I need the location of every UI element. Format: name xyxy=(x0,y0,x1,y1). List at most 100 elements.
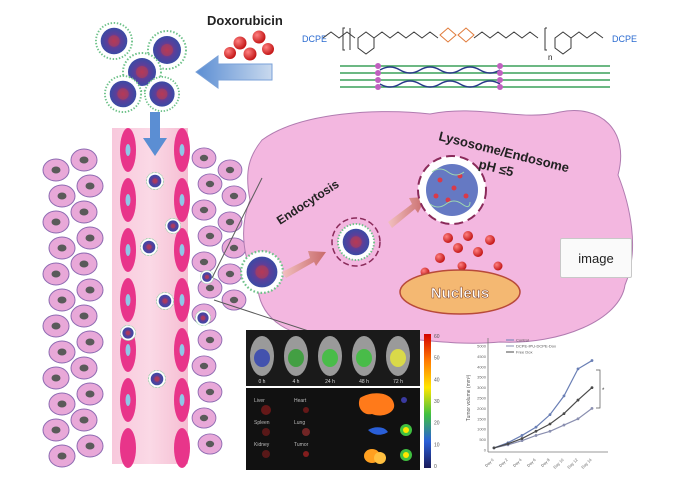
nucleus-label: Nucleus xyxy=(431,285,489,302)
tumor-volume-chart: Tumor volume (mm³) 0 500 1000 1500 2000 2500 3… xyxy=(466,338,608,470)
tissue-cell xyxy=(76,382,104,406)
y-tick-label: 4500 xyxy=(477,354,487,359)
tissue-cell xyxy=(76,434,104,458)
data-point xyxy=(562,394,566,398)
tissue-cell xyxy=(70,304,98,328)
tumor-cells-left xyxy=(42,148,104,468)
organ-label: Spleen xyxy=(254,420,270,426)
time-label: 24 h xyxy=(325,379,335,385)
time-label: 48 h xyxy=(359,379,369,385)
data-point xyxy=(520,439,524,443)
tissue-cell xyxy=(76,278,104,302)
organ-label: Heart xyxy=(294,398,307,404)
data-point xyxy=(576,367,580,371)
significance-mark: * xyxy=(602,388,605,394)
lipid-chain-schematic xyxy=(340,63,610,90)
tissue-cell xyxy=(76,226,104,250)
fluorescence-signal xyxy=(288,349,304,367)
tissue-cell xyxy=(191,199,217,221)
tissue-cell xyxy=(42,314,70,338)
tissue-cell xyxy=(76,174,104,198)
blood-vessel-tissue xyxy=(112,128,190,468)
fluorescence-signal xyxy=(390,349,406,367)
time-label: 4 h xyxy=(293,379,300,385)
fluorescence-signal xyxy=(322,349,338,367)
tissue-cell xyxy=(42,366,70,390)
x-tick-label: Day 2 xyxy=(498,457,509,468)
tissue-cell xyxy=(221,237,247,259)
x-tick-label: Day 14 xyxy=(580,457,593,470)
colorbar-tick: 50 xyxy=(434,356,440,362)
data-point xyxy=(562,423,566,427)
tissue-cell xyxy=(48,392,76,416)
y-tick-label: 1500 xyxy=(477,416,487,421)
tissue-cell xyxy=(70,408,98,432)
tumor-cells-right xyxy=(191,147,247,455)
y-tick-label: 2500 xyxy=(477,396,487,401)
colorbar-tick: 60 xyxy=(434,334,440,340)
tissue-cell xyxy=(42,262,70,286)
doxorubicin-molecules xyxy=(224,30,274,61)
repeat-n-label: n xyxy=(548,53,552,62)
y-tick-label: 3500 xyxy=(477,375,487,380)
data-point xyxy=(548,429,552,433)
tissue-cell xyxy=(48,340,76,364)
tissue-cell xyxy=(70,252,98,276)
tissue-cell xyxy=(42,210,70,234)
tissue-cell xyxy=(197,381,223,403)
tissue-cell xyxy=(48,236,76,260)
colorbar-tick: 40 xyxy=(434,377,440,383)
tissue-cell xyxy=(42,418,70,442)
x-tick-label: Day 8 xyxy=(540,457,551,468)
y-tick-label: 4000 xyxy=(477,364,487,369)
doxorubicin-label: Doxorubicin xyxy=(207,13,283,28)
data-point xyxy=(576,417,580,421)
colorbar-tick: 0 xyxy=(434,464,437,470)
y-tick-label: 2000 xyxy=(477,406,487,411)
data-point xyxy=(562,412,566,415)
fluorescence-signal xyxy=(254,349,270,367)
x-tick-label: Day 6 xyxy=(526,457,537,468)
dcpe-right-label: DCPE xyxy=(612,34,637,44)
y-tick-label: 3000 xyxy=(477,385,487,390)
enlarged-tumor-cell xyxy=(211,110,634,344)
tissue-cell xyxy=(197,433,223,455)
data-point xyxy=(534,429,538,433)
tissue-cell xyxy=(48,288,76,312)
tissue-cell xyxy=(48,184,76,208)
image-button[interactable]: image xyxy=(560,238,632,278)
down-arrow xyxy=(143,112,167,156)
y-axis-label: Tumor volume (mm³) xyxy=(466,374,472,421)
dcpe-left-label: DCPE xyxy=(302,34,327,44)
data-point xyxy=(534,425,538,429)
series-line xyxy=(493,407,593,449)
data-point xyxy=(548,413,552,417)
organ-label: Kidney xyxy=(254,442,270,448)
tissue-cell xyxy=(197,329,223,351)
tissue-cell xyxy=(191,355,217,377)
y-tick-label: 0 xyxy=(484,448,487,453)
loading-arrow xyxy=(195,55,273,89)
time-label: 72 h xyxy=(393,379,403,385)
tissue-cell xyxy=(197,173,223,195)
legend-label: Control xyxy=(516,338,529,343)
x-tick-label: Day 10 xyxy=(552,457,565,470)
y-tick-label: 1000 xyxy=(477,427,487,432)
x-tick-label: Day 12 xyxy=(566,457,579,470)
data-point xyxy=(590,386,594,389)
tissue-cell xyxy=(70,356,98,380)
data-point xyxy=(590,407,594,410)
tissue-cell xyxy=(221,185,247,207)
tissue-cell xyxy=(191,147,217,169)
tissue-cell xyxy=(70,200,98,224)
y-tick-label: 500 xyxy=(479,437,486,442)
legend-label: DCPE-IPU-DCPE-Dox xyxy=(516,344,556,349)
data-point xyxy=(492,446,496,450)
colorbar-tick: 20 xyxy=(434,421,440,427)
series-line xyxy=(493,387,593,449)
time-label: 0 h xyxy=(259,379,266,385)
x-tick-label: Day 0 xyxy=(484,457,495,468)
organ-label: Liver xyxy=(254,398,265,404)
